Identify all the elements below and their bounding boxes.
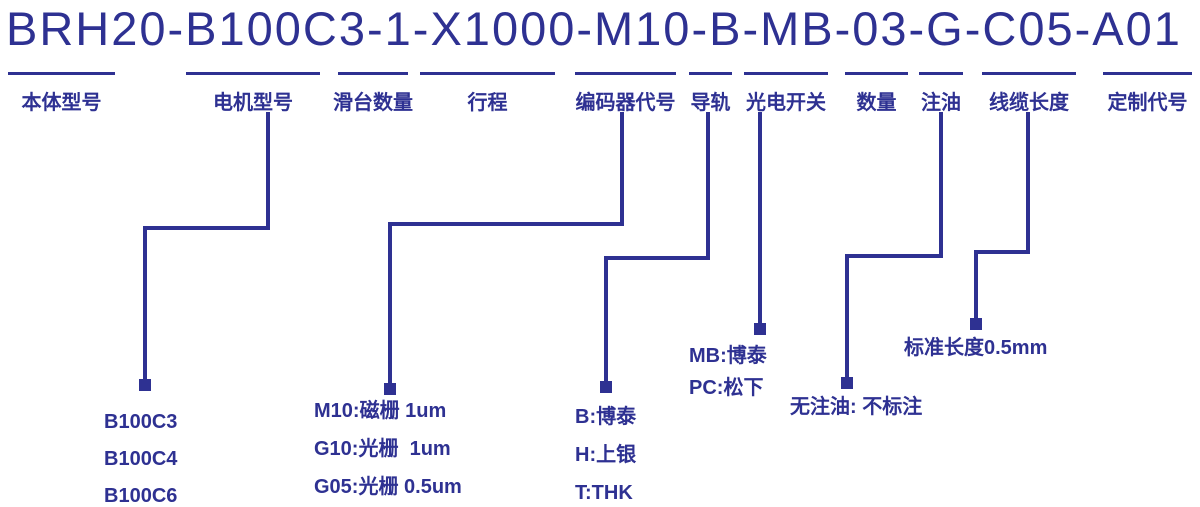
connector-oil-endpoint bbox=[841, 377, 853, 389]
segment-label-custom-code: 定制代号 bbox=[1107, 92, 1188, 114]
rail-option-2: H:上银 bbox=[575, 444, 637, 466]
cable-options: 标准长度0.5mm bbox=[904, 336, 1047, 361]
encoder-options: M10:磁栅 1um G10:光栅 1um G05:光栅 0.5um bbox=[314, 392, 462, 506]
segment-slider-count: 滑台数量 bbox=[333, 72, 413, 114]
segment-quantity: 数量 bbox=[845, 72, 908, 114]
segment-label-photo-switch: 光电开关 bbox=[746, 92, 826, 114]
connector-rail-line bbox=[604, 112, 710, 383]
connector-motor-endpoint bbox=[139, 379, 151, 391]
segment-body-model: 本体型号 bbox=[8, 72, 115, 114]
oil-options: 无注油: 不标注 bbox=[790, 395, 922, 420]
segment-label-cable-length: 线缆长度 bbox=[989, 92, 1069, 114]
segment-cable-length: 线缆长度 bbox=[982, 72, 1076, 114]
encoder-option-3: G05:光栅 0.5um bbox=[314, 476, 462, 498]
segment-label-guide-rail: 导轨 bbox=[690, 92, 731, 114]
rail-options: B:博泰 H:上银 T:THK bbox=[575, 398, 636, 507]
segment-label-motor-model: 电机型号 bbox=[213, 92, 293, 114]
segment-photo-switch: 光电开关 bbox=[744, 72, 828, 114]
motor-option-1: B100C3 bbox=[104, 411, 178, 433]
segment-motor-model: 电机型号 bbox=[186, 72, 320, 114]
segment-label-encoder-code: 编码器代号 bbox=[575, 92, 676, 114]
segment-label-quantity: 数量 bbox=[856, 92, 897, 114]
rail-option-3: T:THK bbox=[575, 482, 633, 504]
segment-stroke: 行程 bbox=[420, 72, 555, 114]
encoder-option-1: M10:磁栅 1um bbox=[314, 400, 447, 422]
connector-rail-endpoint bbox=[600, 381, 612, 393]
connector-motor-line bbox=[143, 112, 270, 381]
segment-custom-code: 定制代号 bbox=[1103, 72, 1192, 114]
segment-encoder-code: 编码器代号 bbox=[575, 72, 676, 114]
connector-encoder-line bbox=[388, 112, 624, 385]
connector-cable-endpoint bbox=[970, 318, 982, 330]
rail-option-1: B:博泰 bbox=[575, 406, 637, 428]
model-code-title: BRH20-B100C3-1-X1000-M10-B-MB-03-G-C05-A… bbox=[6, 2, 1182, 55]
switch-option-1: MB:博泰 bbox=[689, 345, 767, 367]
encoder-option-2: G10:光栅 1um bbox=[314, 438, 451, 460]
segment-label-stroke: 行程 bbox=[467, 92, 508, 114]
motor-option-3: B100C6 bbox=[104, 485, 178, 507]
switch-options: MB:博泰 PC:松下 bbox=[689, 340, 767, 404]
segment-guide-rail: 导轨 bbox=[689, 72, 732, 114]
oil-option-1: 无注油: 不标注 bbox=[790, 396, 923, 418]
switch-option-2: PC:松下 bbox=[689, 377, 764, 399]
connector-encoder-endpoint bbox=[384, 383, 396, 395]
segment-label-body-model: 本体型号 bbox=[21, 92, 102, 114]
motor-options: B100C3 B100C4 B100C6 bbox=[104, 404, 177, 507]
cable-option-1: 标准长度0.5mm bbox=[904, 337, 1048, 359]
segment-label-oil: 注油 bbox=[921, 92, 961, 114]
segment-oil: 注油 bbox=[919, 72, 963, 114]
connector-oil-line bbox=[845, 112, 943, 379]
segment-label-slider-count: 滑台数量 bbox=[333, 92, 413, 114]
connector-cable-line bbox=[974, 112, 1030, 320]
connector-switch-endpoint bbox=[754, 323, 766, 335]
motor-option-2: B100C4 bbox=[104, 448, 178, 470]
